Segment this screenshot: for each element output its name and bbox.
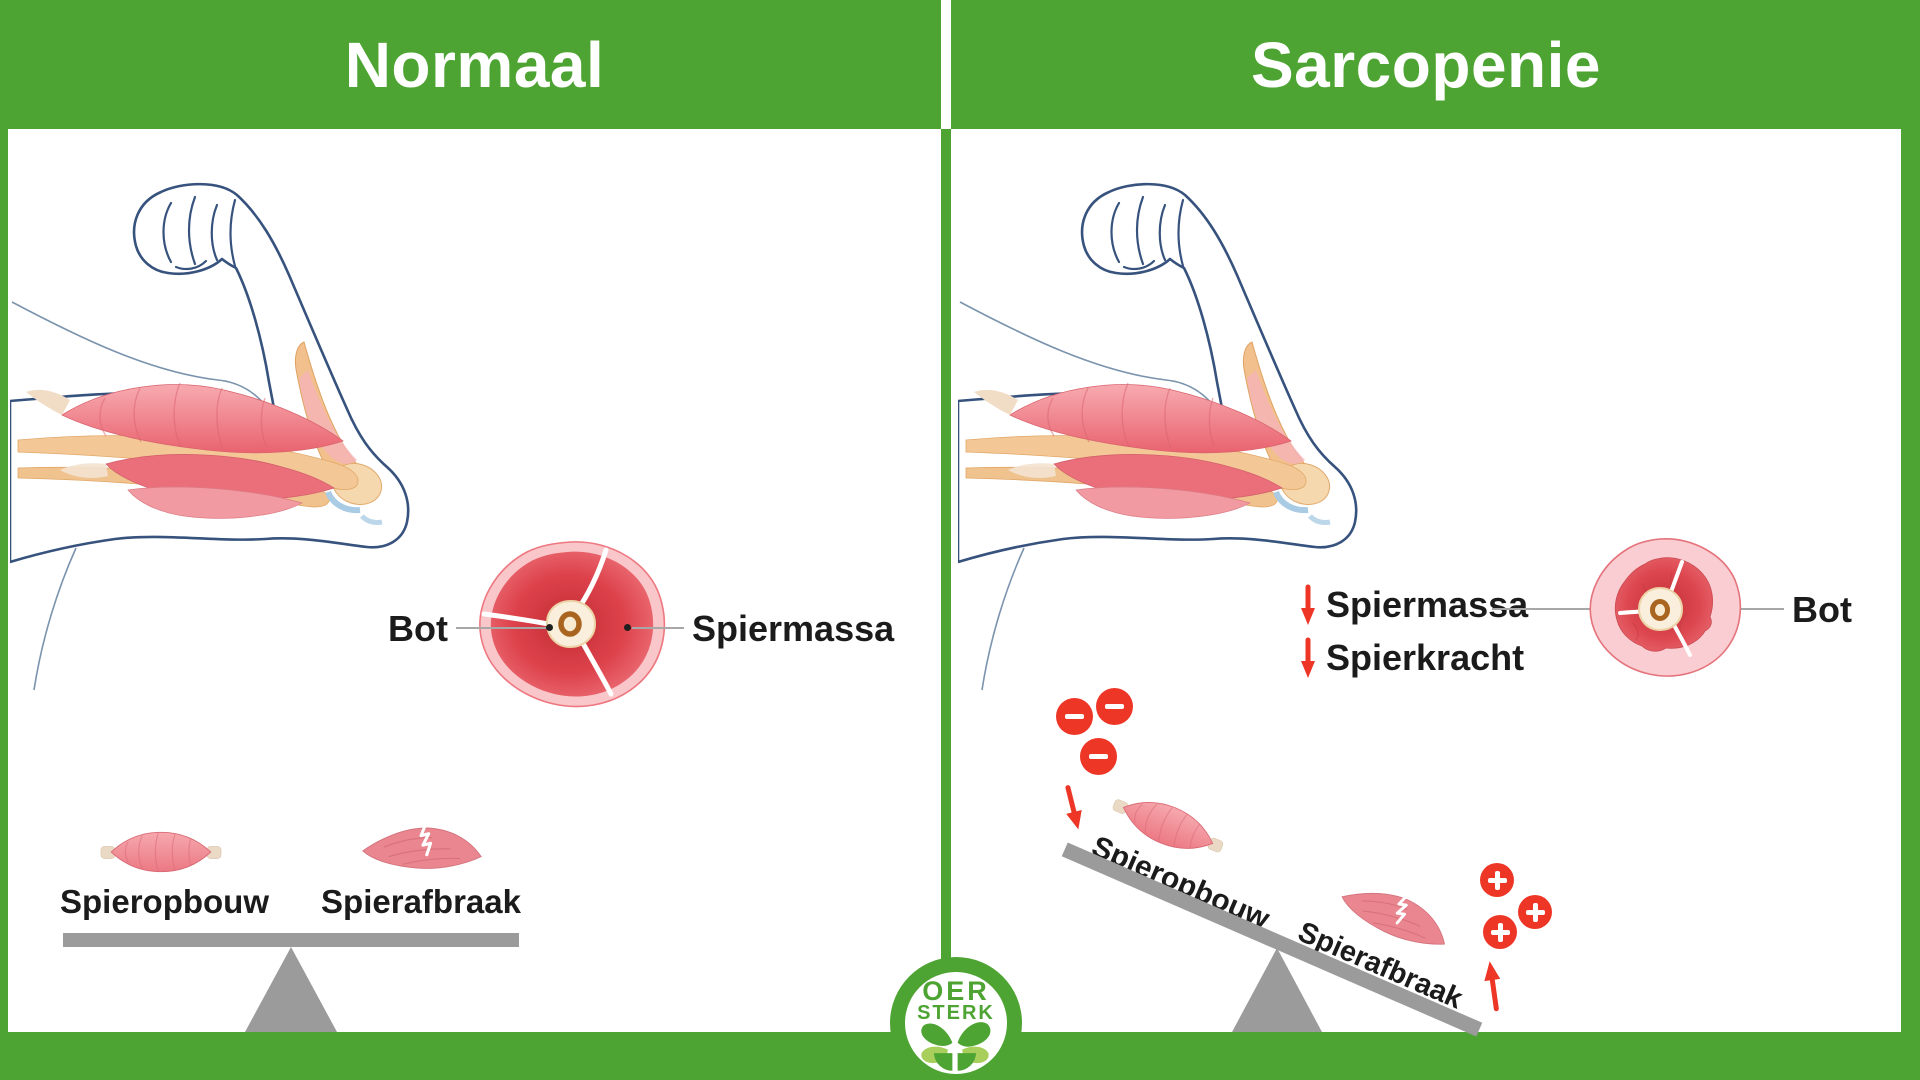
muscle-pointer-line-sarcopenia <box>1492 608 1608 610</box>
bone-pointer-dot <box>546 624 553 631</box>
bone-label-sarcopenia: Bot <box>1792 589 1852 630</box>
torn-muscle-icon <box>360 822 484 876</box>
logo-text-top: OER <box>922 976 990 1006</box>
leaf-icon <box>921 1022 991 1071</box>
plus-icon <box>1480 863 1514 897</box>
muscle-pointer-dot <box>624 624 631 631</box>
down-arrow-icon <box>1301 637 1315 678</box>
up-arrow-icon <box>1484 961 1501 1012</box>
muscle-pointer-line <box>632 627 684 629</box>
minus-icon <box>1056 698 1093 735</box>
breakdown-label-normal: Spierafbraak <box>321 883 521 920</box>
bone-pointer-line <box>456 627 548 629</box>
minus-icon <box>1080 738 1117 775</box>
balance-beam-normal <box>63 933 519 947</box>
decline-spierkracht-label: Spierkracht <box>1326 637 1525 678</box>
decline-spiermassa-label: Spiermassa <box>1326 584 1529 625</box>
muscle-cross-section-sarcopenia-icon <box>1589 538 1742 677</box>
title-sarcopenia: Sarcopenie <box>1250 28 1602 101</box>
bone-label-normal: Bot <box>388 608 448 649</box>
logo: OER STERK <box>890 957 1022 1080</box>
decline-spiermassa: Spiermassa <box>1300 584 1528 626</box>
plus-icon <box>1483 915 1517 949</box>
balance-fulcrum-sarcopenia <box>1232 948 1322 1032</box>
logo-text-bottom: STERK <box>917 1002 995 1024</box>
healthy-muscle-icon <box>100 828 222 876</box>
panel-sarcopenia <box>951 129 1901 1032</box>
decline-spierkracht: Spierkracht <box>1300 637 1524 679</box>
minus-icon <box>1096 688 1133 725</box>
muscle-label-normal: Spiermassa <box>692 608 895 649</box>
panel-normal <box>8 129 941 1032</box>
plus-icon <box>1518 895 1552 929</box>
balance-fulcrum-normal <box>245 947 337 1032</box>
header-divider-gap <box>941 0 951 129</box>
muscle-cross-section-normal-icon <box>479 541 666 708</box>
title-normal: Normaal <box>344 28 605 101</box>
down-arrow-icon <box>1065 785 1082 830</box>
build-label-normal: Spieropbouw <box>60 883 269 920</box>
down-arrow-icon <box>1301 584 1315 625</box>
